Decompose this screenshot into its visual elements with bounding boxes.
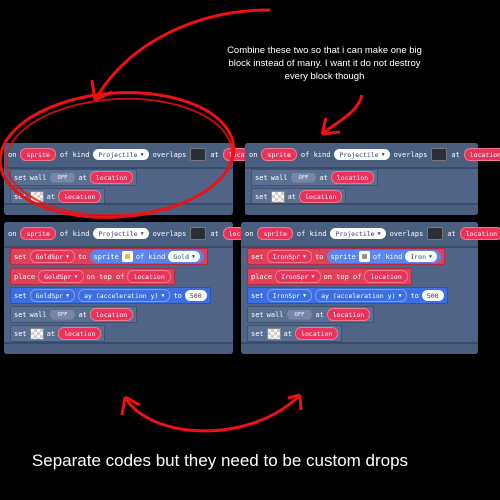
- iron-sprite-icon[interactable]: [358, 251, 370, 262]
- code-block-top-left[interactable]: on sprite of kind Projectile▼ overlaps a…: [4, 143, 267, 215]
- kind-dropdown[interactable]: Projectile▼: [93, 228, 149, 239]
- event-header: on sprite of kind Projectile▼ overlaps a…: [241, 222, 500, 248]
- variable-dropdown[interactable]: IronSpr▼: [266, 289, 313, 302]
- off-toggle[interactable]: OFF: [286, 309, 313, 320]
- code-block-top-right[interactable]: on sprite of kind Projectile▼ overlaps a…: [245, 143, 500, 215]
- variable-dropdown[interactable]: IronSpr▼: [275, 270, 321, 283]
- set-sprite-row[interactable]: set IronSpr▼ to sprite of kind Iron▼: [247, 248, 445, 265]
- arrow-annotation-top-right: [321, 94, 364, 136]
- gold-sprite-icon[interactable]: [121, 251, 133, 262]
- tile-picker-icon[interactable]: [29, 327, 44, 340]
- value-input[interactable]: 500: [184, 290, 207, 301]
- location-param[interactable]: location: [459, 227, 500, 240]
- location-param[interactable]: location: [58, 327, 102, 340]
- code-block-iron[interactable]: on sprite of kind Projectile▼ overlaps a…: [241, 222, 500, 354]
- kind-dropdown[interactable]: Projectile▼: [330, 228, 386, 239]
- location-param[interactable]: location: [295, 327, 339, 340]
- sprite-of-kind-reporter[interactable]: sprite of kind Iron▼: [326, 250, 441, 263]
- event-header: on sprite of kind Projectile▼ overlaps a…: [4, 222, 267, 248]
- tile-picker-icon[interactable]: [270, 190, 285, 203]
- location-param[interactable]: location: [299, 190, 343, 203]
- tile-image-picker[interactable]: [427, 227, 444, 240]
- set-sprite-row[interactable]: set GoldSpr▼ to sprite of kind Gold▼: [10, 248, 208, 265]
- event-header: on sprite of kind Projectile▼ overlaps a…: [4, 143, 267, 169]
- sprite-param[interactable]: sprite: [257, 227, 293, 240]
- location-param[interactable]: location: [58, 190, 102, 203]
- set-tile-row[interactable]: set at location: [10, 325, 106, 342]
- place-on-top-row[interactable]: place GoldSpr▼ on top of location: [10, 268, 175, 285]
- kind-dropdown[interactable]: Iron▼: [405, 251, 437, 262]
- code-block-gold[interactable]: on sprite of kind Projectile▼ overlaps a…: [4, 222, 267, 354]
- set-tile-row[interactable]: set at location: [247, 325, 343, 342]
- location-param[interactable]: location: [89, 308, 134, 321]
- variable-dropdown[interactable]: IronSpr▼: [266, 250, 313, 263]
- off-toggle[interactable]: OFF: [49, 172, 76, 183]
- kind-dropdown[interactable]: Gold▼: [168, 251, 200, 262]
- set-accel-row[interactable]: set IronSpr▼ ay (acceleration y)▼ to 500: [247, 287, 448, 304]
- sprite-param[interactable]: sprite: [261, 148, 297, 161]
- set-tile-row[interactable]: set at location: [251, 188, 347, 205]
- variable-dropdown[interactable]: GoldSpr▼: [29, 289, 76, 302]
- set-accel-row[interactable]: set GoldSpr▼ ay (acceleration y)▼ to 500: [10, 287, 211, 304]
- off-toggle[interactable]: OFF: [290, 172, 317, 183]
- value-input[interactable]: 500: [421, 290, 444, 301]
- sprite-param[interactable]: sprite: [20, 148, 56, 161]
- location-param[interactable]: location: [330, 171, 375, 184]
- kind-dropdown[interactable]: Projectile▼: [93, 149, 149, 160]
- property-dropdown[interactable]: ay (acceleration y)▼: [78, 289, 171, 302]
- arrow-annotation-bottom: [123, 393, 302, 433]
- tile-picker-icon[interactable]: [29, 190, 44, 203]
- sprite-of-kind-reporter[interactable]: sprite of kind Gold▼: [89, 250, 204, 263]
- annotation-bottom-text: Separate codes but they need to be custo…: [31, 451, 409, 470]
- location-param[interactable]: location: [89, 171, 134, 184]
- location-param[interactable]: location: [326, 308, 371, 321]
- event-header: on sprite of kind Projectile▼ overlaps a…: [245, 143, 500, 169]
- off-toggle[interactable]: OFF: [49, 309, 76, 320]
- tile-picker-icon[interactable]: [266, 327, 281, 340]
- location-param[interactable]: location: [127, 270, 171, 283]
- property-dropdown[interactable]: ay (acceleration y)▼: [315, 289, 408, 302]
- annotation-top-text: Combine these two so that i can make one…: [227, 45, 422, 82]
- place-on-top-row[interactable]: place IronSpr▼ on top of location: [247, 268, 412, 285]
- kind-dropdown[interactable]: Projectile▼: [334, 149, 390, 160]
- location-param[interactable]: location: [364, 270, 408, 283]
- tile-image-picker[interactable]: [190, 227, 207, 240]
- variable-dropdown[interactable]: GoldSpr▼: [38, 270, 84, 283]
- location-param[interactable]: location: [463, 148, 500, 161]
- tile-image-picker[interactable]: [431, 148, 448, 161]
- variable-dropdown[interactable]: GoldSpr▼: [29, 250, 76, 263]
- sprite-param[interactable]: sprite: [20, 227, 56, 240]
- tile-image-picker[interactable]: [190, 148, 207, 161]
